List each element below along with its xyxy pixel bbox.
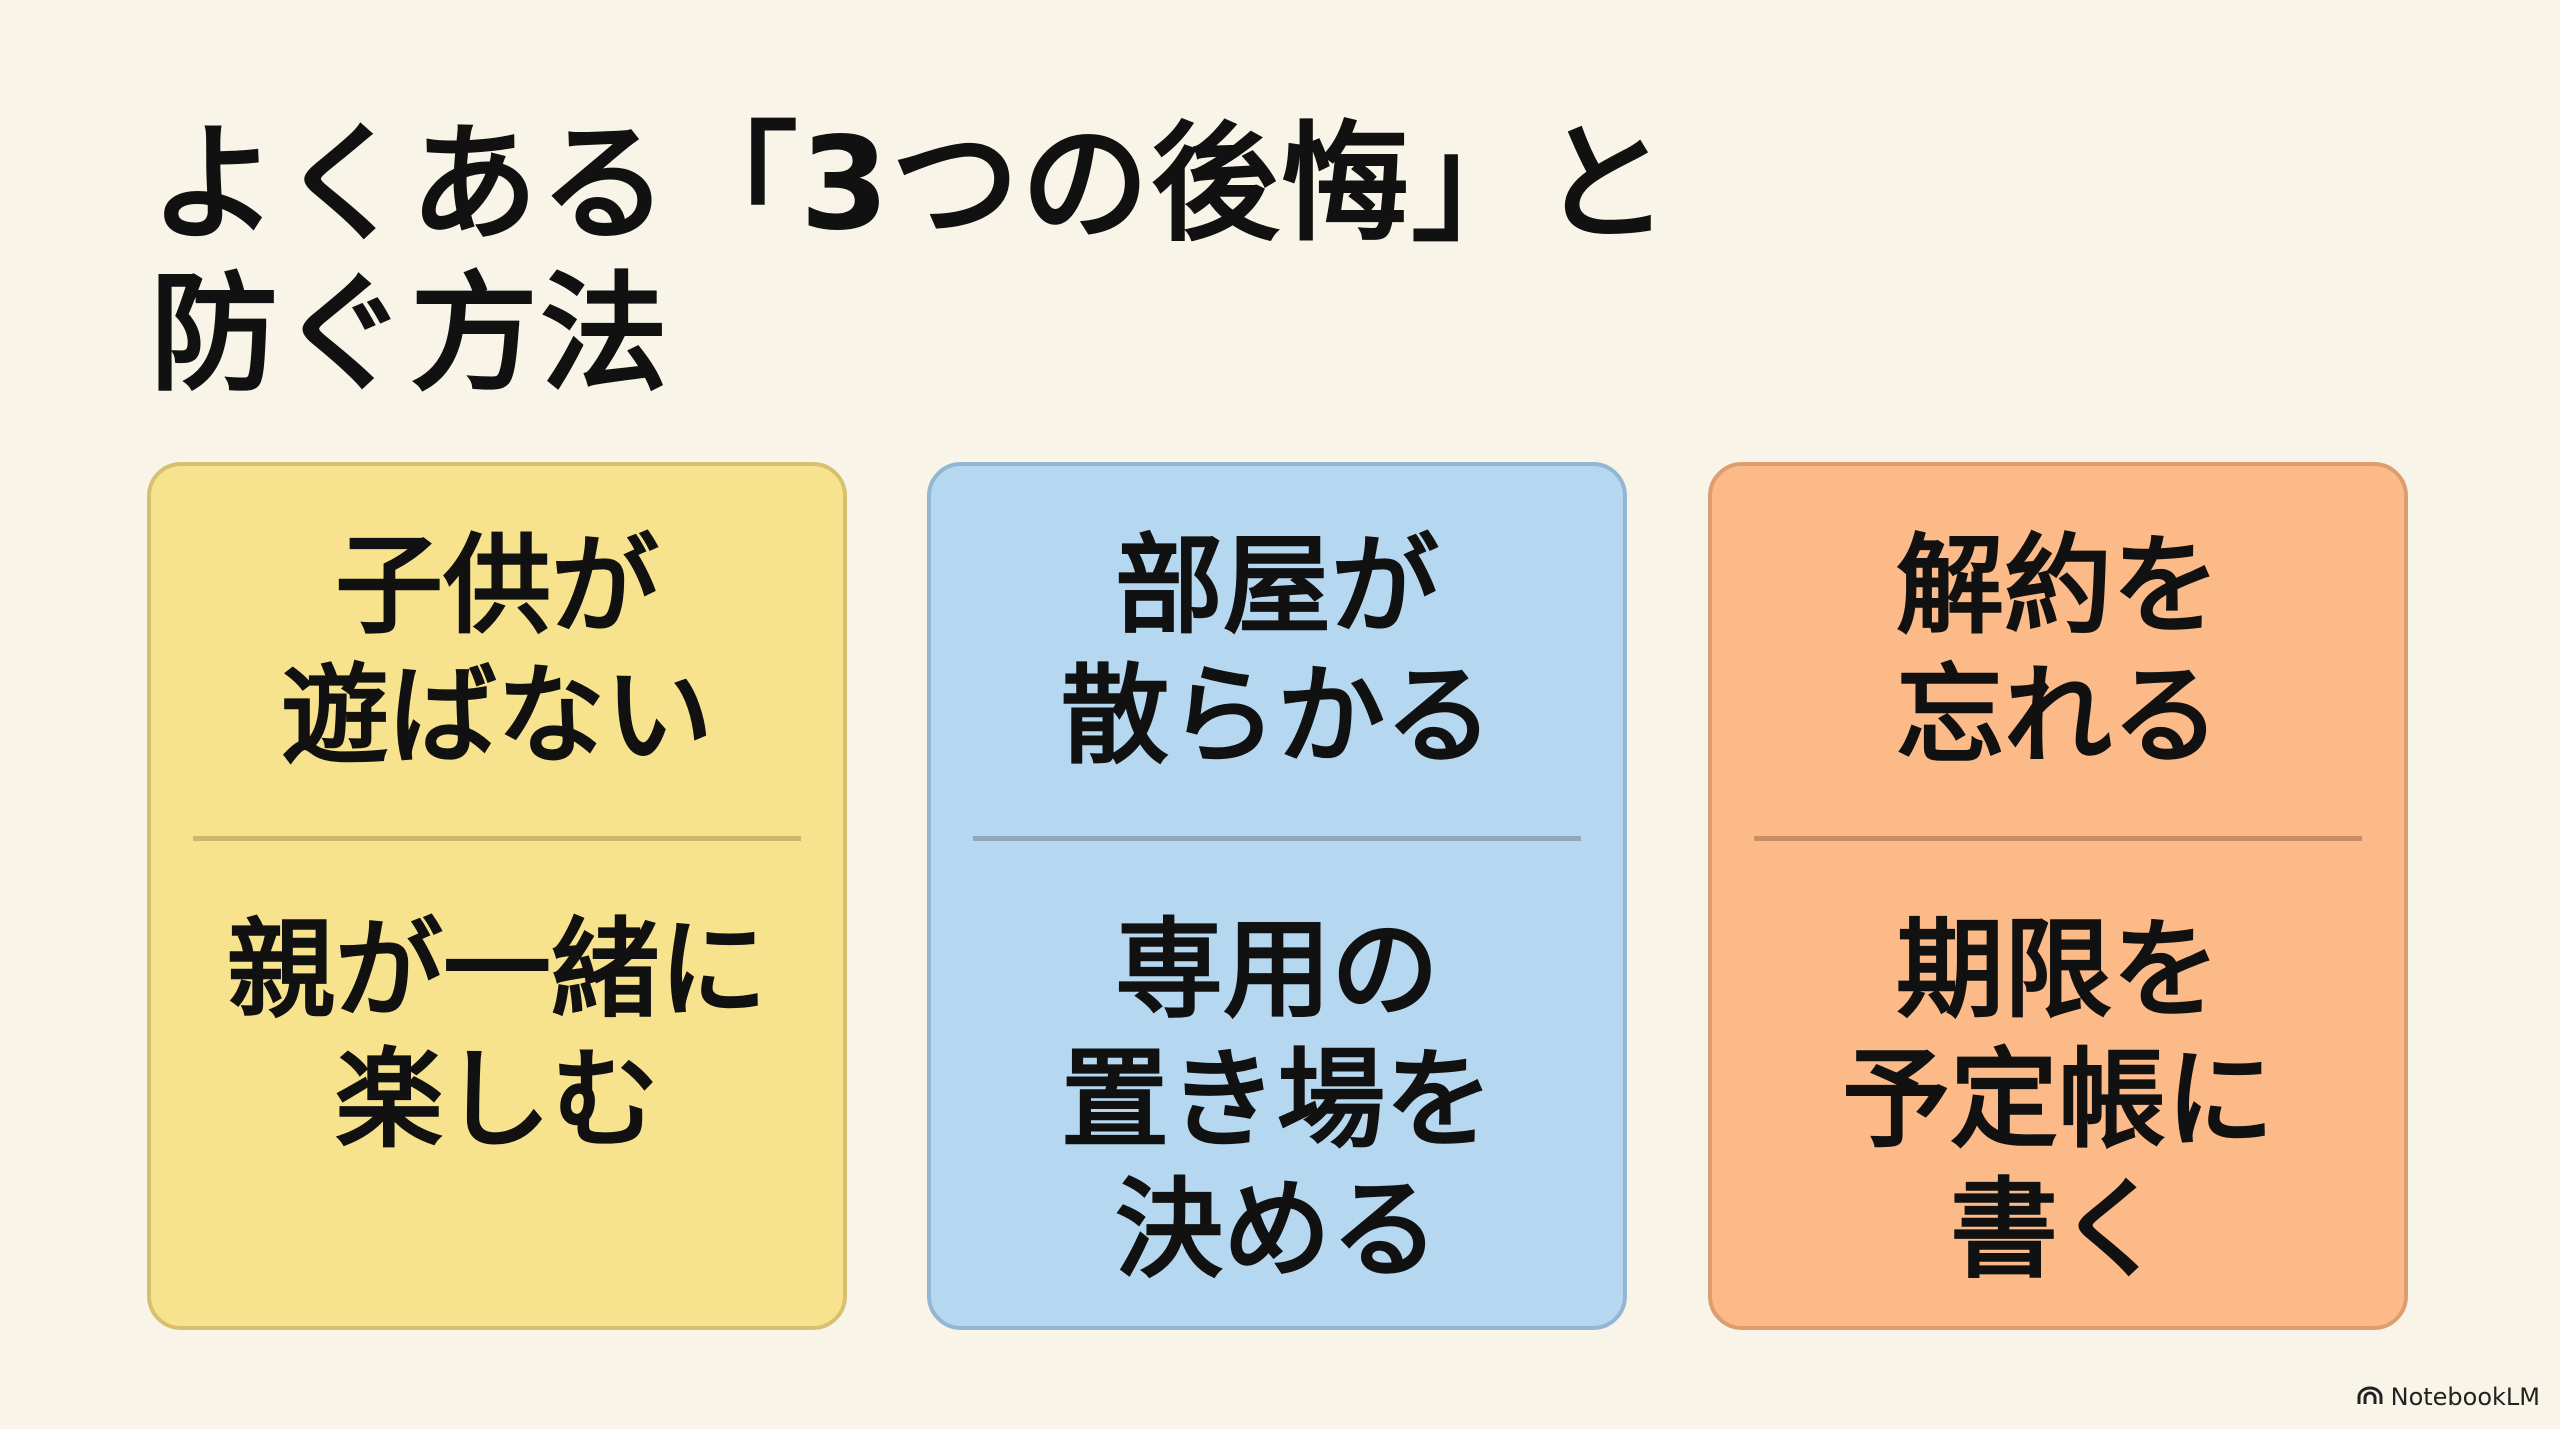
notebooklm-branding: NotebookLM: [2357, 1383, 2540, 1411]
notebooklm-logo-icon: [2357, 1383, 2383, 1411]
problem-line: 解約を: [1895, 524, 2220, 649]
problem-text: 子供が 遊ばない: [151, 466, 843, 838]
divider: [193, 836, 801, 841]
solution-line: 期限を: [1895, 908, 2220, 1033]
problem-text: 解約を 忘れる: [1712, 466, 2404, 838]
regret-card-cancel: 解約を 忘れる 期限を 予定帳に 書く: [1708, 462, 2408, 1330]
divider: [973, 836, 1581, 841]
problem-text: 部屋が 散らかる: [931, 466, 1623, 838]
title-line: よくある「3つの後悔」と: [150, 110, 1672, 259]
solution-line: 親が一緒に: [226, 908, 767, 1033]
solution-line: 専用の: [1114, 908, 1439, 1033]
problem-line: 子供が: [334, 524, 659, 649]
solution-line: 置き場を: [1060, 1038, 1493, 1163]
solution-line: 予定帳に: [1841, 1038, 2274, 1163]
regret-card-children: 子供が 遊ばない 親が一緒に 楽しむ: [147, 462, 847, 1330]
regret-card-room: 部屋が 散らかる 専用の 置き場を 決める: [927, 462, 1627, 1330]
solution-text: 期限を 予定帳に 書く: [1712, 906, 2404, 1296]
problem-line: 部屋が: [1114, 524, 1439, 649]
solution-line: 決める: [1114, 1168, 1439, 1293]
problem-line: 散らかる: [1060, 654, 1493, 779]
solution-line: 楽しむ: [334, 1038, 659, 1163]
solution-line: 書く: [1949, 1168, 2166, 1293]
slide-title: よくある「3つの後悔」と 防ぐ方法: [150, 110, 1671, 410]
problem-line: 忘れる: [1895, 654, 2220, 779]
solution-text: 専用の 置き場を 決める: [931, 906, 1623, 1296]
problem-line: 遊ばない: [280, 654, 713, 779]
divider: [1754, 836, 2362, 841]
solution-text: 親が一緒に 楽しむ: [151, 906, 843, 1166]
brand-label: NotebookLM: [2390, 1383, 2540, 1411]
title-line: 防ぐ方法: [150, 260, 671, 409]
